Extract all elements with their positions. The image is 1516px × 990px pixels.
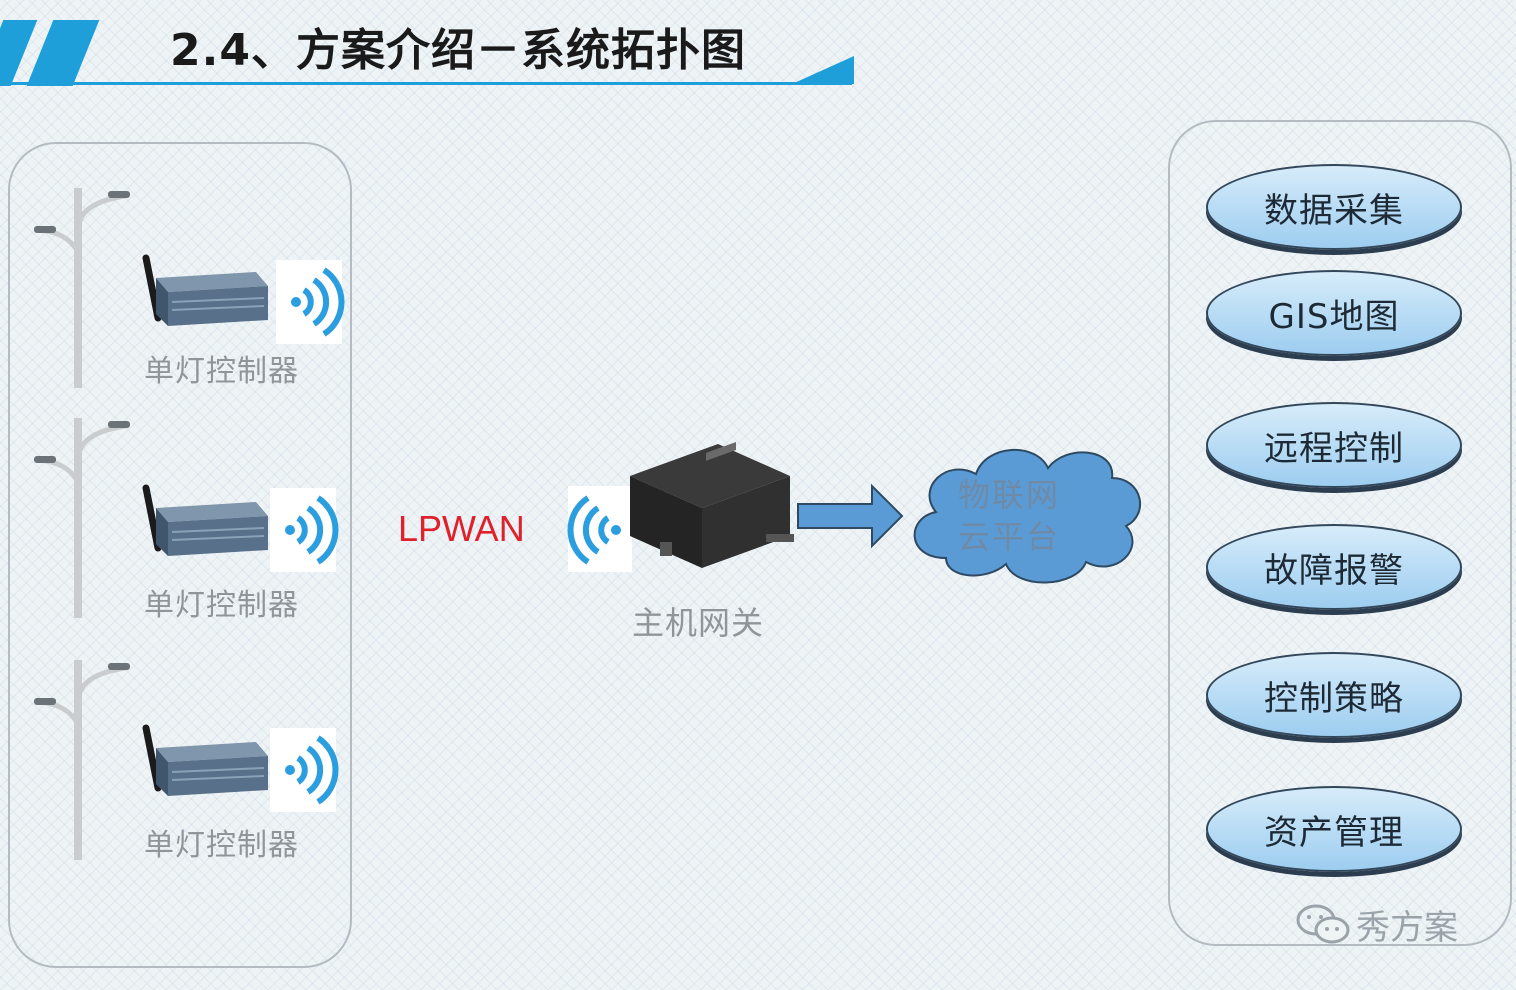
- wireless-icon-1: [276, 260, 342, 344]
- watermark-text: 秀方案: [1356, 908, 1458, 948]
- gateway-label: 主机网关: [632, 604, 765, 642]
- function-item-fault-alarm: 故障报警: [1206, 524, 1462, 610]
- cloud-label-line2: 云平台: [958, 518, 1061, 556]
- gateway-cloud-diagram: [567, 441, 1142, 584]
- street-lamp-2: [34, 418, 130, 618]
- street-lamp-1: [34, 188, 130, 388]
- function-label: 资产管理: [1264, 812, 1404, 853]
- header-triangle: [792, 56, 854, 84]
- function-item-remote-control: 远程控制: [1206, 402, 1462, 488]
- controller-label-2: 单灯控制器: [144, 588, 299, 623]
- wireless-icon-3: [270, 728, 336, 812]
- controller-group-box: [8, 142, 352, 968]
- function-label: 远程控制: [1264, 428, 1404, 469]
- controller-label-3: 单灯控制器: [144, 828, 299, 863]
- gateway-wireless-icon: [567, 486, 632, 572]
- function-item-data-collection: 数据采集: [1206, 164, 1462, 250]
- controller-label-1: 单灯控制器: [144, 354, 299, 389]
- function-label: GIS地图: [1268, 296, 1400, 337]
- wechat-icon: [1296, 904, 1350, 944]
- function-group-box: [1168, 120, 1512, 946]
- arrow-to-cloud: [797, 483, 904, 549]
- page-title: 2.4、方案介绍－系统拓扑图: [170, 25, 746, 76]
- cloud-label-line1: 物联网: [958, 476, 1061, 514]
- controller-device-3: [146, 728, 268, 796]
- function-label: 数据采集: [1264, 190, 1404, 231]
- function-item-control-strategy: 控制策略: [1206, 652, 1462, 738]
- function-label: 控制策略: [1264, 678, 1404, 719]
- function-item-asset-management: 资产管理: [1206, 786, 1462, 872]
- controller-device-2: [146, 488, 268, 556]
- lpwan-label: LPWAN: [398, 508, 525, 549]
- street-lamp-3: [34, 660, 130, 860]
- cloud-shape: [913, 448, 1142, 584]
- gateway-device: [630, 441, 794, 568]
- controller-device-1: [146, 258, 268, 326]
- function-label: 故障报警: [1264, 550, 1404, 591]
- wireless-icon-2: [270, 488, 336, 572]
- header-underline: [0, 82, 852, 85]
- function-item-gis-map: GIS地图: [1206, 270, 1462, 356]
